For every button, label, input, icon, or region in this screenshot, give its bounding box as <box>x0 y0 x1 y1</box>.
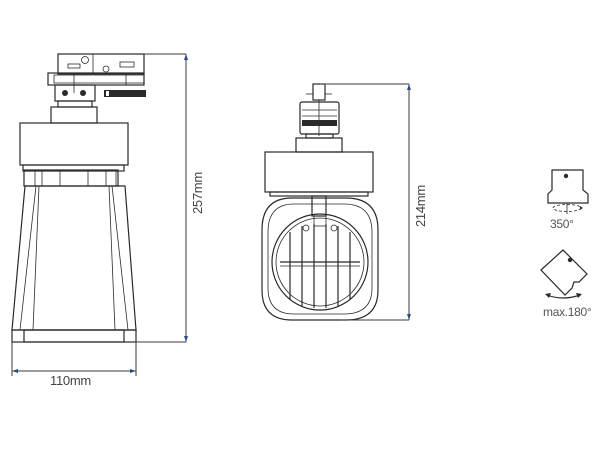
rotation-350-icon <box>547 169 589 214</box>
side-view-dimensions <box>11 53 188 376</box>
front-height-label: 214mm <box>413 185 428 227</box>
front-view-fixture <box>261 83 379 321</box>
side-height-label: 257mm <box>190 172 205 214</box>
rotation-350-label: 350° <box>550 217 574 231</box>
side-view-fixture <box>11 53 146 343</box>
tilt-180-label: max.180° <box>543 305 592 319</box>
side-width-label: 110mm <box>50 373 91 388</box>
front-view-dimensions <box>320 83 411 321</box>
tilt-180-icon <box>540 249 588 299</box>
